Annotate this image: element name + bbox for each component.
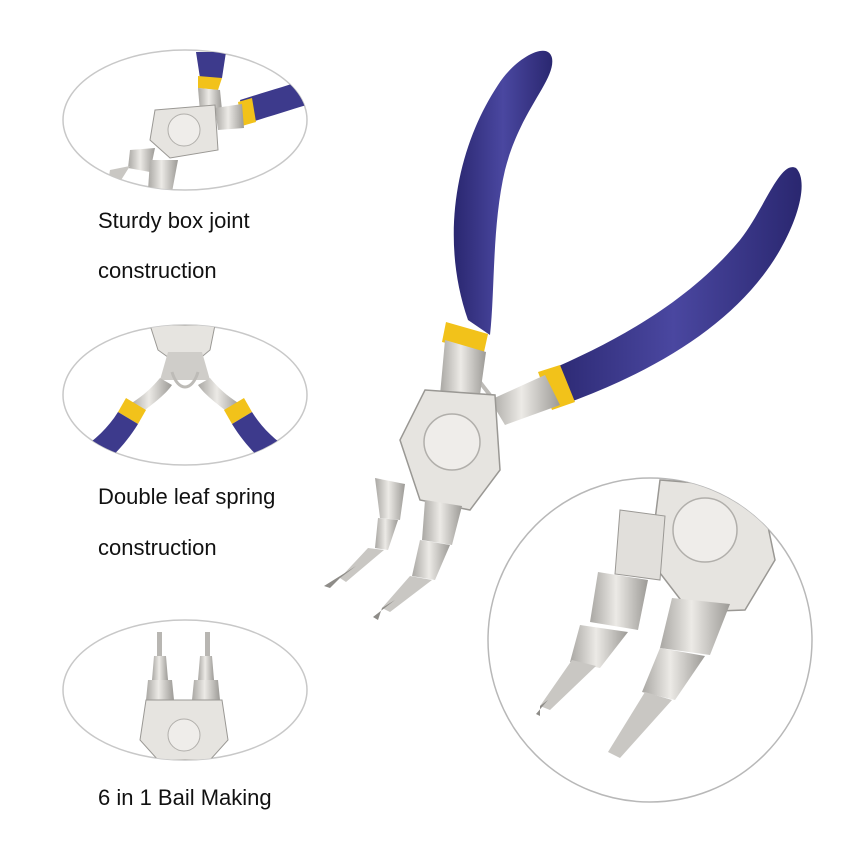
feature-label-leaf-spring-line2: construction bbox=[98, 535, 217, 560]
feature-label-box-joint-line2: construction bbox=[98, 258, 217, 283]
feature-image-jaws bbox=[62, 619, 308, 761]
feature-image-leaf-spring bbox=[62, 324, 308, 466]
feature-image-box-joint bbox=[62, 49, 308, 191]
rivet bbox=[423, 413, 481, 471]
closeup-image-tips bbox=[487, 477, 813, 803]
feature-label-leaf-spring-line1: Double leaf spring bbox=[98, 484, 276, 509]
right-handle-band bbox=[538, 365, 575, 410]
right-handle bbox=[545, 167, 802, 405]
left-handle bbox=[453, 50, 553, 335]
main-pliers-image bbox=[324, 50, 802, 620]
feature-label-box-joint-line1: Sturdy box joint bbox=[98, 208, 250, 233]
feature-label-bail-making: 6 in 1 Bail Making bbox=[98, 785, 272, 810]
